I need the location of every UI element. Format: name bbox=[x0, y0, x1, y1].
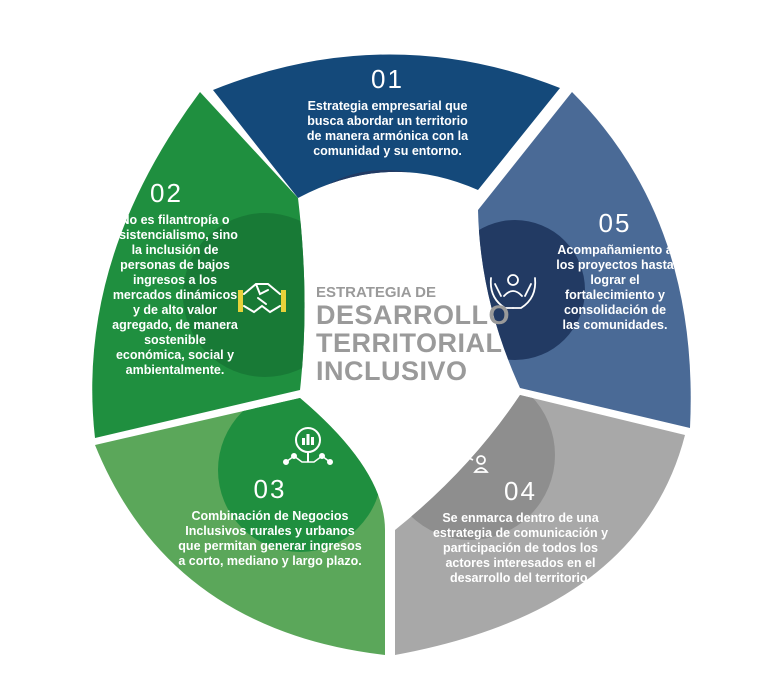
segment-02-inner-circle bbox=[183, 213, 305, 377]
center-title-line2: DESARROLLO bbox=[316, 300, 510, 330]
segment-04-description: Se enmarca dentro de una estrategia de c… bbox=[432, 511, 609, 585]
segment-01-number: 01 bbox=[371, 64, 404, 94]
segment-01 bbox=[213, 54, 560, 198]
segment-05-text: 05 Acompañamiento a los proyectos hasta … bbox=[555, 208, 675, 333]
segment-01-description: Estrategia empresarial que busca abordar… bbox=[306, 99, 469, 158]
magnifier-chart-icon bbox=[283, 427, 333, 465]
center-title: ESTRATEGIA DE DESARROLLO TERRITORIAL INC… bbox=[316, 284, 510, 386]
center-title-line4: INCLUSIVO bbox=[316, 356, 468, 386]
segment-04-number: 04 bbox=[504, 476, 537, 506]
segment-05-description: Acompañamiento a los proyectos hasta log… bbox=[556, 243, 674, 332]
segment-02 bbox=[92, 92, 305, 438]
segment-03-number: 03 bbox=[253, 474, 287, 504]
handshake-icon bbox=[238, 283, 286, 314]
segment-05-number: 05 bbox=[598, 208, 632, 238]
center-title-line3: TERRITORIAL bbox=[316, 328, 503, 358]
gear-icon bbox=[365, 185, 407, 227]
segment-01-text: 01 Estrategia empresarial que busca abor… bbox=[300, 64, 475, 159]
segment-02-text: 02 No es filantropía o asistencialismo, … bbox=[110, 178, 240, 378]
segment-04-shape bbox=[395, 395, 685, 655]
center-title-line1: ESTRATEGIA DE bbox=[316, 284, 437, 301]
hands-person-icon bbox=[489, 274, 537, 309]
segment-02-description: No es filantropía o asistencialismo, sin… bbox=[112, 213, 238, 377]
segment-04-text: 04 Se enmarca dentro de una estrategia d… bbox=[428, 476, 613, 586]
people-network-icon bbox=[441, 431, 489, 473]
segment-03-text: 03 Combinación de Negocios Inclusivos ru… bbox=[175, 474, 365, 569]
segment-02-number: 02 bbox=[150, 178, 183, 208]
segment-03-description: Combinación de Negocios Inclusivos rural… bbox=[178, 509, 362, 568]
segment-01-shape bbox=[213, 54, 560, 198]
